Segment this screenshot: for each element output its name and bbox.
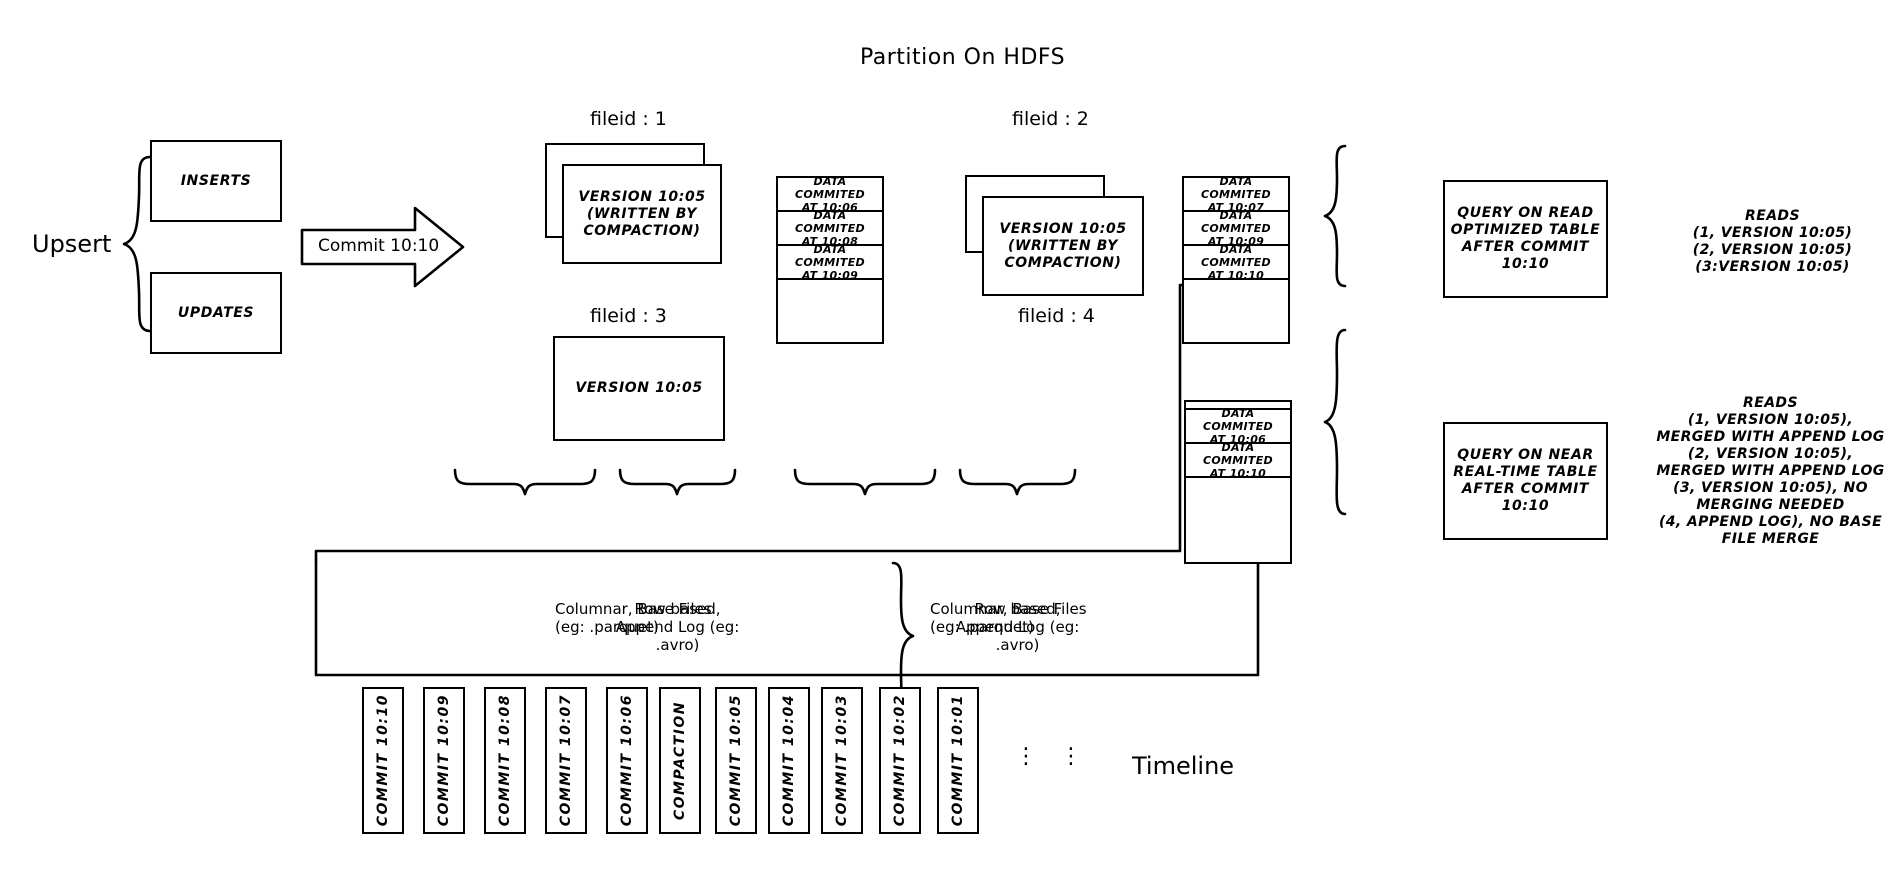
timeline-item-2[interactable]: COMMIT 10:08 <box>484 687 526 834</box>
timeline-item-label: COMMIT 10:10 <box>375 694 391 827</box>
timeline-item-3[interactable]: COMMIT 10:07 <box>545 687 587 834</box>
fileid-4-label: fileid : 4 <box>1018 305 1095 327</box>
timeline-label: Timeline <box>1132 752 1235 780</box>
timeline-item-4[interactable]: COMMIT 10:06 <box>606 687 648 834</box>
fileid-3-base-file[interactable]: VERSION 10:05 <box>553 336 725 441</box>
reads-read-optimized-text: READS (1, VERSION 10:05) (2, VERSION 10:… <box>1692 208 1853 275</box>
timeline-item-label: COMMIT 10:08 <box>497 694 513 827</box>
timeline-item-label: COMMIT 10:02 <box>892 694 908 827</box>
log-entry: DATA COMMITED AT 10:08 <box>778 209 882 248</box>
commit-arrow <box>300 206 465 288</box>
upsert-label: Upsert <box>32 230 112 258</box>
timeline-item-1[interactable]: COMMIT 10:09 <box>423 687 465 834</box>
timeline-item-label: COMMIT 10:06 <box>619 694 635 827</box>
timeline-item-7[interactable]: COMMIT 10:04 <box>768 687 810 834</box>
brace-rowlog-2 <box>958 468 1077 496</box>
brace-label-rowlog-1: Row based, Append Log (eg: .avro) <box>615 600 740 654</box>
fileid-2-label: fileid : 2 <box>1012 108 1089 130</box>
timeline-item-9[interactable]: COMMIT 10:02 <box>879 687 921 834</box>
fileid-3-label: fileid : 3 <box>590 305 667 327</box>
log-top-space <box>1186 402 1290 410</box>
timeline-ellipsis-1: ⋮ <box>1015 744 1037 769</box>
updates-label: UPDATES <box>177 304 255 321</box>
fileid-1-label: fileid : 1 <box>590 108 667 130</box>
brace-columnar-1 <box>453 468 597 496</box>
log-entry: DATA COMMITED AT 10:10 <box>1186 441 1290 480</box>
timeline-item-label: COMMIT 10:09 <box>436 694 452 827</box>
fileid-1-base-file-text: VERSION 10:05 (WRITTEN BY COMPACTION) <box>578 188 706 239</box>
timeline-item-5[interactable]: COMPACTION <box>659 687 701 834</box>
timeline-item-8[interactable]: COMMIT 10:03 <box>821 687 863 834</box>
page-title: Partition On HDFS <box>860 45 1066 70</box>
log-empty-space <box>1184 280 1288 342</box>
timeline-item-label: COMPACTION <box>672 700 688 821</box>
timeline-item-label: COMMIT 10:05 <box>728 694 744 827</box>
timeline-item-label: COMMIT 10:04 <box>781 694 797 827</box>
timeline-item-label: COMMIT 10:07 <box>558 694 574 827</box>
log-entry: DATA COMMITED AT 10:06 <box>778 175 882 214</box>
fileid-4-log-file[interactable]: DATA COMMITED AT 10:06 DATA COMMITED AT … <box>1184 400 1292 564</box>
commit-arrow-label: Commit 10:10 <box>318 236 440 256</box>
connector-timeline-to-near-realtime <box>314 466 1260 677</box>
log-entry: DATA COMMITED AT 10:06 <box>1186 407 1290 446</box>
updates-box[interactable]: UPDATES <box>150 272 282 354</box>
fileid-1-log-file[interactable]: DATA COMMITED AT 10:06 DATA COMMITED AT … <box>776 175 884 344</box>
log-entry: DATA COMMITED AT 10:09 <box>778 243 882 282</box>
query-near-realtime-box[interactable]: QUERY ON NEAR REAL-TIME TABLE AFTER COMM… <box>1443 422 1608 540</box>
brace-label-columnar-1: Columnar, Base Files (eg: .parquet) <box>555 600 712 636</box>
log-entry: DATA COMMITED AT 10:10 <box>1184 243 1288 282</box>
fileid-2-log-file[interactable]: DATA COMMITED AT 10:07 DATA COMMITED AT … <box>1182 175 1290 344</box>
log-empty-space <box>1186 478 1290 561</box>
inserts-box[interactable]: INSERTS <box>150 140 282 222</box>
reads-brace-1 <box>1323 144 1347 288</box>
timeline-item-label: COMMIT 10:01 <box>950 694 966 827</box>
query-read-optimized-box[interactable]: QUERY ON READ OPTIMIZED TABLE AFTER COMM… <box>1443 180 1608 298</box>
reads-brace-2 <box>1323 328 1347 516</box>
log-entry: DATA COMMITED AT 10:09 <box>1184 209 1288 248</box>
log-empty-space <box>778 280 882 342</box>
timeline-item-label: COMMIT 10:03 <box>834 694 850 827</box>
inserts-label: INSERTS <box>180 172 252 189</box>
reads-near-realtime-text: READS (1, VERSION 10:05), MERGED WITH AP… <box>1656 395 1885 547</box>
timeline-item-6[interactable]: COMMIT 10:05 <box>715 687 757 834</box>
timeline-ellipsis-2: ⋮ <box>1060 744 1082 769</box>
query-read-optimized-text: QUERY ON READ OPTIMIZED TABLE AFTER COMM… <box>1450 205 1601 272</box>
log-entry: DATA COMMITED AT 10:07 <box>1184 175 1288 214</box>
upsert-brace <box>122 155 152 333</box>
fileid-3-base-file-text: VERSION 10:05 <box>575 380 703 396</box>
brace-label-columnar-2: Columnar, Base Files (eg: .parquet) <box>930 600 1087 636</box>
brace-columnar-2 <box>793 468 937 496</box>
query-near-realtime-text: QUERY ON NEAR REAL-TIME TABLE AFTER COMM… <box>1453 447 1598 514</box>
fileid-2-base-file[interactable]: VERSION 10:05 (WRITTEN BY COMPACTION) <box>982 196 1144 296</box>
timeline-item-0[interactable]: COMMIT 10:10 <box>362 687 404 834</box>
fileid-1-base-file[interactable]: VERSION 10:05 (WRITTEN BY COMPACTION) <box>562 164 722 264</box>
brace-rowlog-1 <box>618 468 737 496</box>
fileid-2-base-file-text: VERSION 10:05 (WRITTEN BY COMPACTION) <box>999 220 1127 271</box>
timeline-item-10[interactable]: COMMIT 10:01 <box>937 687 979 834</box>
brace-label-rowlog-2: Row based, Append Log (eg: .avro) <box>955 600 1080 654</box>
